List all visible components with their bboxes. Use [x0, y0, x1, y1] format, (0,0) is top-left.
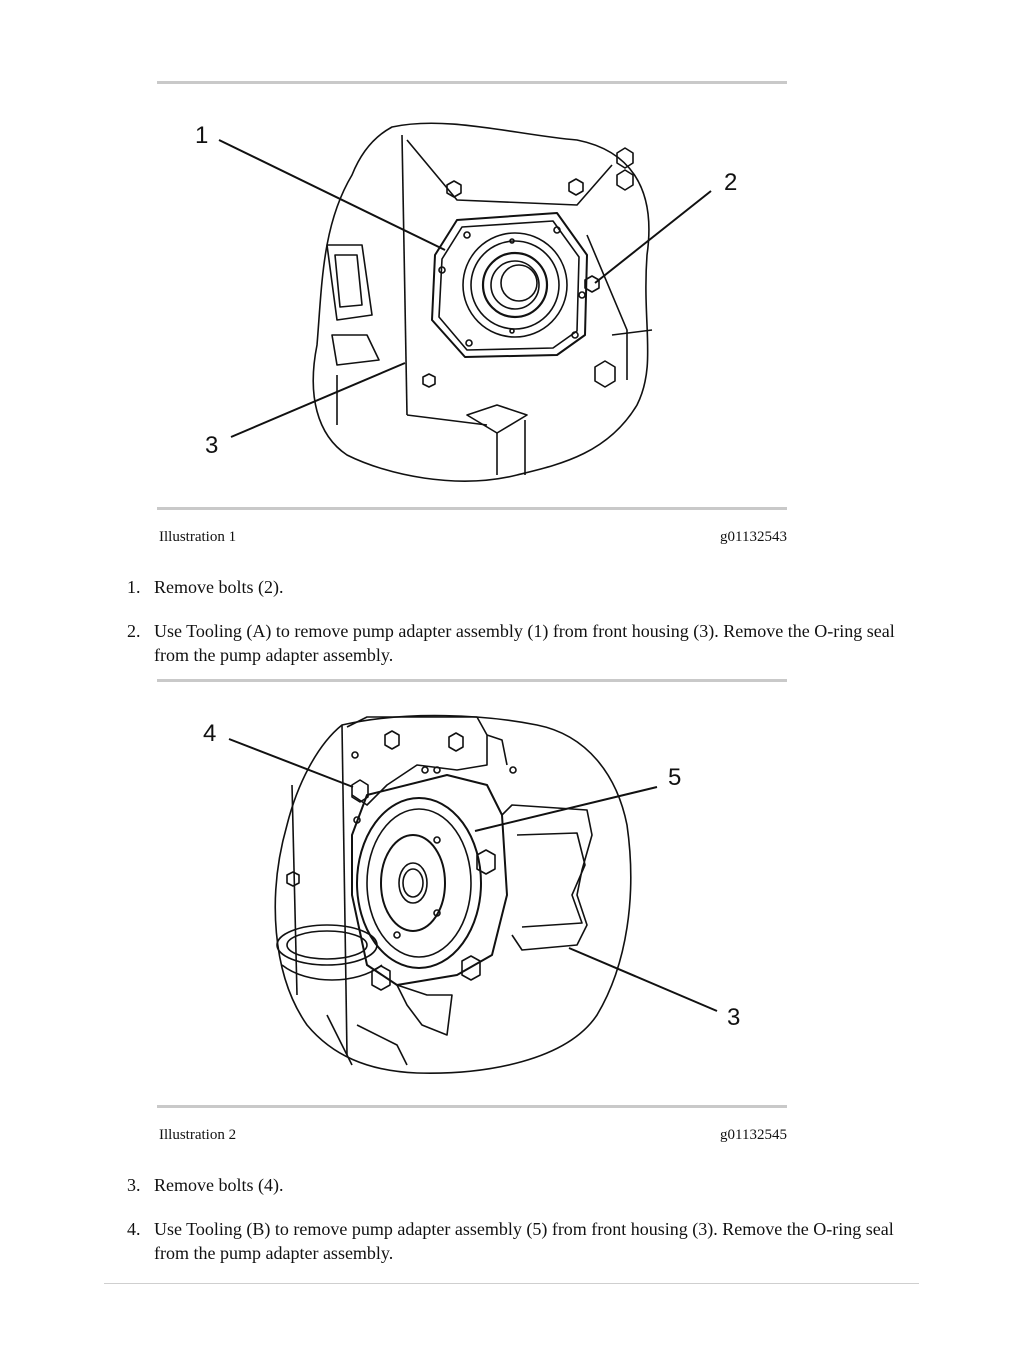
callout-label: 3	[205, 432, 218, 459]
step-text: Remove bolts (4).	[154, 1175, 284, 1195]
illustration-2-figure: 4 5 3	[157, 695, 787, 1100]
illustration-2-top-rule	[157, 679, 787, 682]
page-bottom-rule	[104, 1283, 919, 1284]
callout-label: 5	[668, 764, 681, 791]
illustration-1-label: Illustration 1	[159, 529, 237, 545]
callout-label: 1	[195, 122, 208, 149]
illustration-2-label: Illustration 2	[159, 1127, 237, 1143]
illustration-2-bottom-rule	[157, 1105, 787, 1108]
illustration-1-figure: 1 2 3	[157, 95, 787, 505]
callout-leaders	[228, 738, 718, 1012]
step-3: 3. Remove bolts (4).	[127, 1173, 927, 1197]
step-number: 3.	[127, 1175, 141, 1195]
illustration-1-caption: Illustration 1 g01132543	[159, 529, 787, 546]
callout-label: 4	[203, 720, 216, 747]
illustration-2-caption: Illustration 2 g01132545	[159, 1127, 787, 1144]
callout-label: 3	[727, 1004, 740, 1031]
illustration-1-code: g01132543	[720, 529, 787, 545]
step-1: 1. Remove bolts (2).	[127, 575, 927, 599]
step-number: 1.	[127, 577, 141, 597]
step-text: Use Tooling (A) to remove pump adapter a…	[154, 621, 895, 665]
step-number: 2.	[127, 621, 141, 641]
illustration-1-bottom-rule	[157, 507, 787, 510]
pump-adapter-plate	[431, 212, 588, 358]
illustration-1-top-rule	[157, 81, 787, 84]
front-housing-outline	[312, 122, 650, 482]
illustration-2-code: g01132545	[720, 1127, 787, 1143]
callout-leaders	[218, 139, 712, 438]
front-housing-outline	[274, 714, 632, 1074]
step-text: Remove bolts (2).	[154, 577, 284, 597]
step-number: 4.	[127, 1219, 141, 1239]
step-2: 2. Use Tooling (A) to remove pump adapte…	[127, 619, 927, 667]
step-text: Use Tooling (B) to remove pump adapter a…	[154, 1219, 894, 1263]
pump-adapter-body	[351, 774, 508, 986]
callout-label: 2	[724, 169, 737, 196]
step-4: 4. Use Tooling (B) to remove pump adapte…	[127, 1217, 927, 1265]
